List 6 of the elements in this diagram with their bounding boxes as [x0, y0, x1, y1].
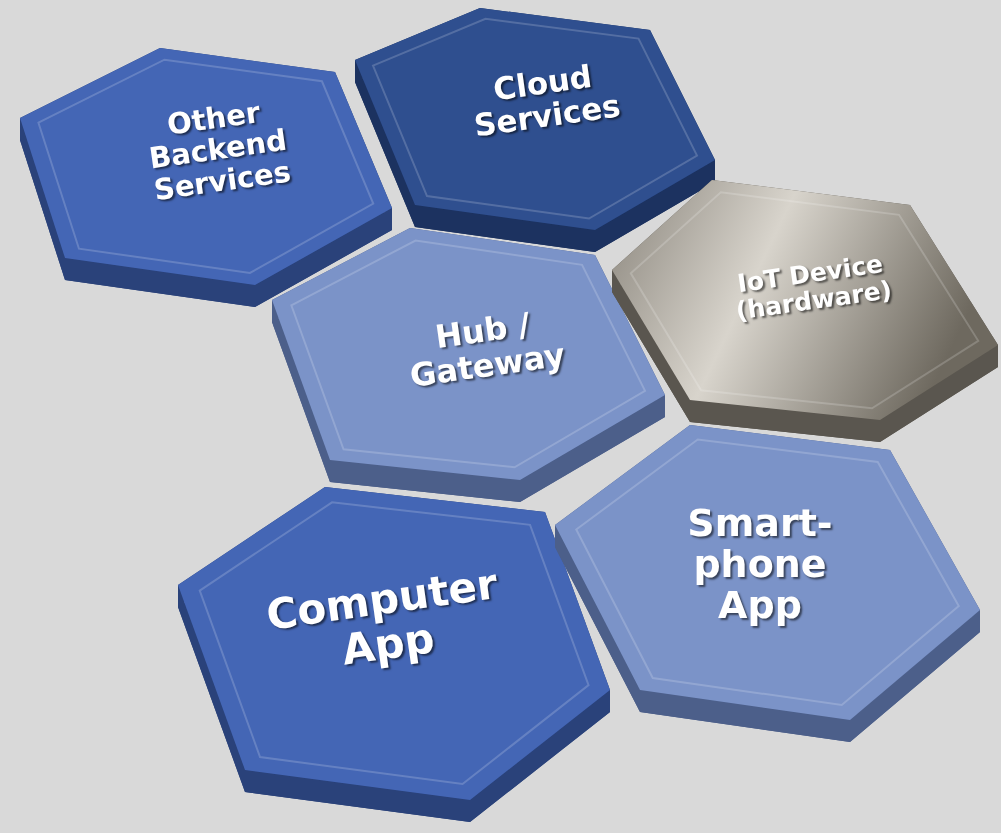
tile-label: IoT Device (hardware) [733, 248, 895, 328]
tile-label: Cloud Services [470, 57, 624, 146]
tile-label: Hub / Gateway [406, 304, 569, 396]
tile-label: Smart- phone App [686, 503, 834, 627]
tile-label: Other Backend Services [146, 94, 294, 209]
tile-label: Computer App [262, 559, 502, 677]
